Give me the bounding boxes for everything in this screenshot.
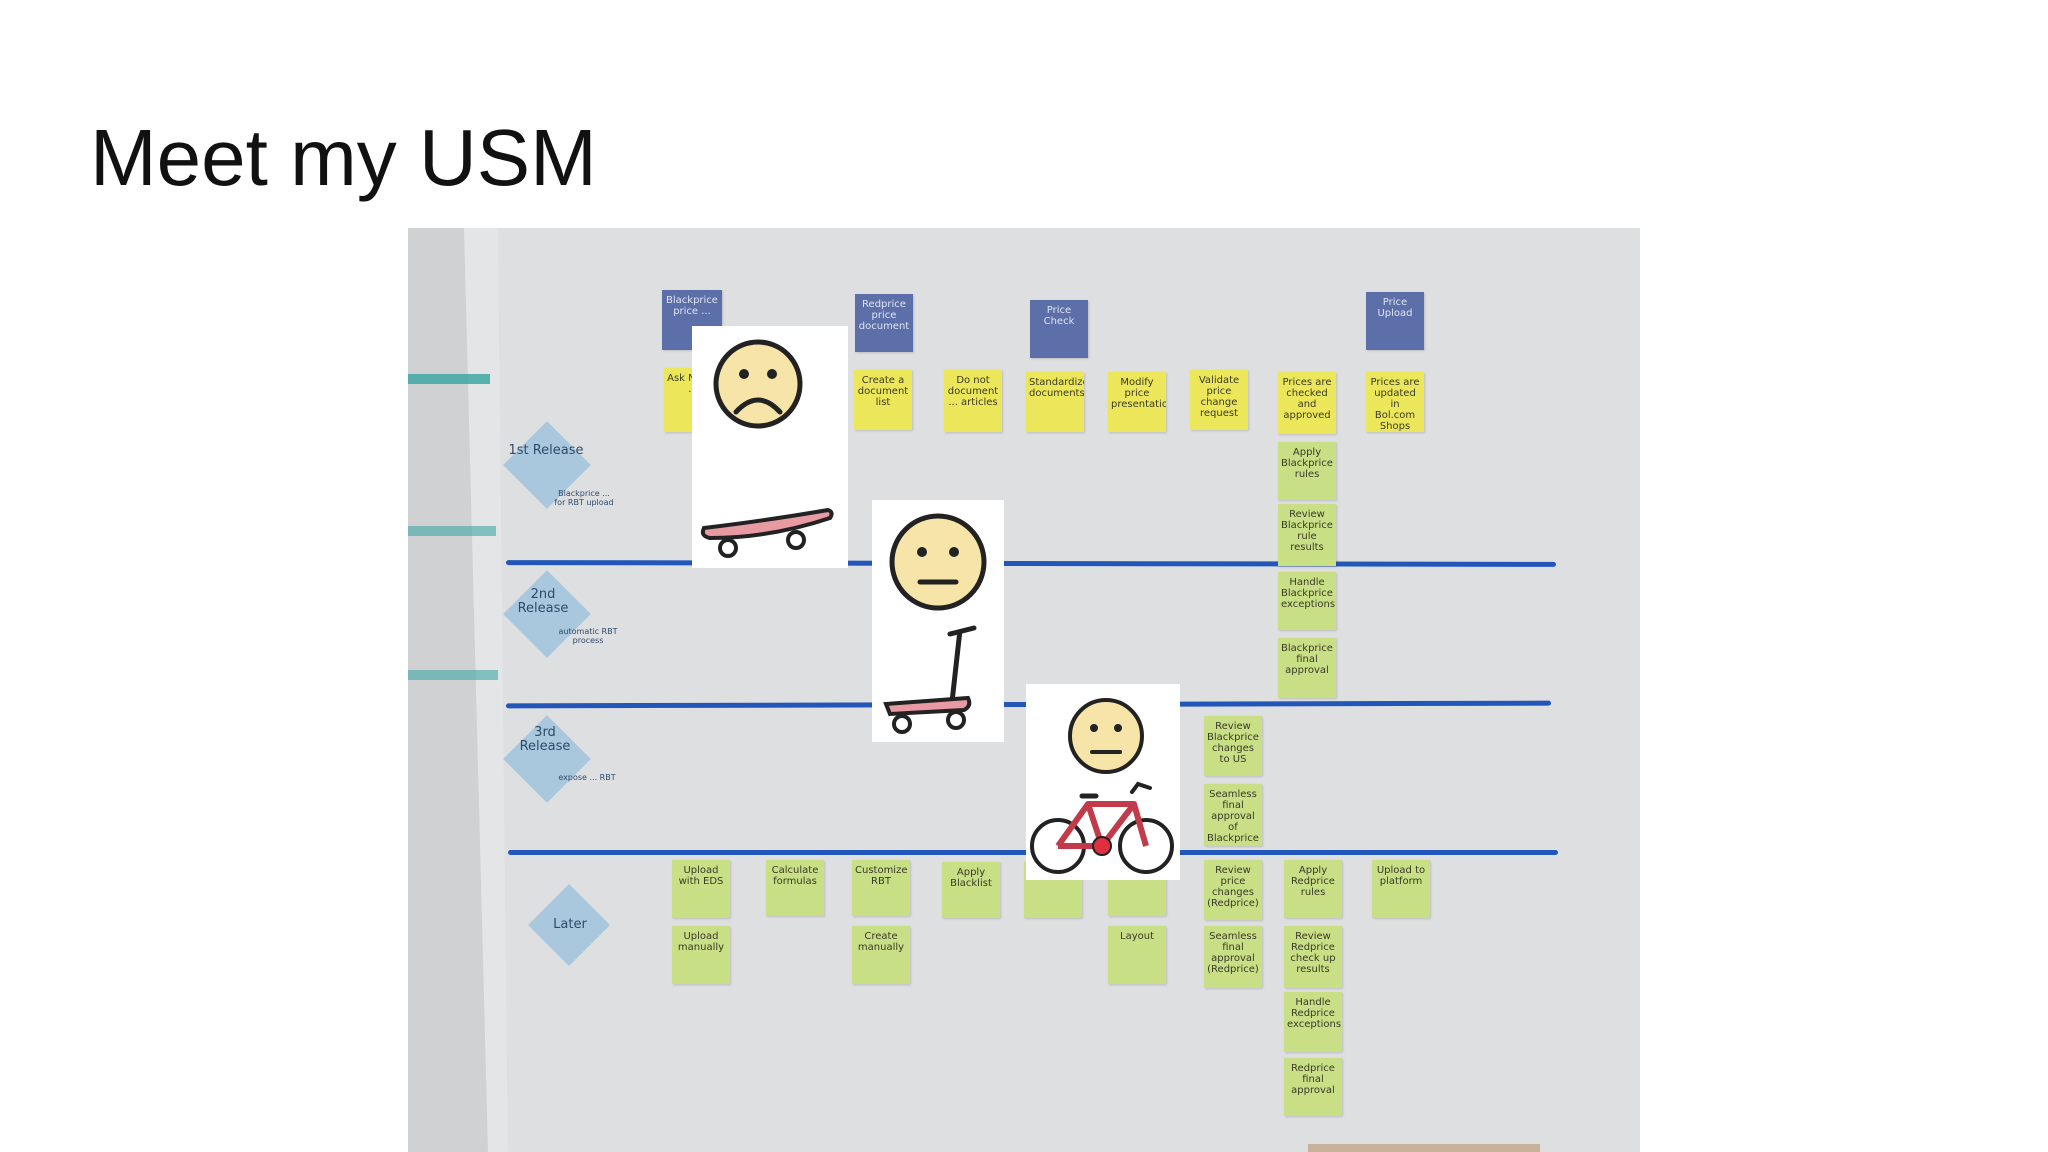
release-sublabel: Blackprice ... for RBT upload (554, 489, 614, 507)
activity-note: Modify price presentation (1108, 372, 1166, 432)
story-map-photo: Blackprice price ... Redprice price docu… (408, 228, 1640, 1152)
backbone-note: Price Check (1030, 300, 1088, 358)
backbone-note: Redprice price document (855, 294, 913, 352)
story-note: Apply Blackprice rules (1278, 442, 1336, 500)
activity-note: Prices are checked and approved (1278, 372, 1336, 434)
story-note: Review price changes (Redprice) (1204, 860, 1262, 920)
scooter-icon (883, 625, 977, 734)
release-label: 2nd Release (517, 587, 569, 617)
bicycle-card (1026, 684, 1180, 880)
release-label: 3rd Release (519, 725, 571, 755)
release-sublabel: automatic RBT process (558, 627, 618, 645)
story-note: Apply Redprice rules (1284, 860, 1342, 918)
story-note: Seamless final approval (Redprice) (1204, 926, 1262, 988)
wall-background (408, 228, 1640, 1152)
story-note: Customize RBT (852, 860, 910, 916)
activity-note: Validate price change request (1190, 370, 1248, 430)
bicycle-icon (1030, 781, 1174, 874)
story-note: Review Blackprice changes to US (1204, 716, 1262, 776)
story-note: Calculate formulas (766, 860, 824, 916)
story-note: Review Redprice check up results (1284, 926, 1342, 988)
story-note: Blackprice final approval (1278, 638, 1336, 698)
sad-face-icon (713, 339, 803, 429)
scooter-card (872, 500, 1004, 742)
story-note: Handle Blackprice exceptions (1278, 572, 1336, 630)
skateboard-card (692, 326, 848, 568)
story-note: Review Blackprice rule results (1278, 504, 1336, 566)
activity-note: Create a document list (854, 370, 912, 430)
release-label: 1st Release (508, 443, 584, 458)
activity-note: Do not document ... articles (944, 370, 1002, 432)
activity-note: Standardize documents (1026, 372, 1084, 432)
release-sublabel: expose ... RBT (558, 773, 616, 782)
story-note: Layout (1108, 926, 1166, 984)
story-note: Seamless final approval of Blackprice (1204, 784, 1262, 846)
story-note: Upload to platform (1372, 860, 1430, 918)
story-note: Redprice final approval (1284, 1058, 1342, 1116)
backbone-note: Price Upload (1366, 292, 1424, 350)
story-note: Apply Blacklist (942, 862, 1000, 918)
activity-note: Prices are updated in Bol.com Shops (1366, 372, 1424, 432)
slide-title: Meet my USM (90, 113, 597, 202)
story-note: Create manually (852, 926, 910, 984)
story-note: Handle Redprice exceptions (1284, 992, 1342, 1052)
release-label: Later (553, 917, 587, 932)
story-note: Upload manually (672, 926, 730, 984)
story-note: Upload with EDS (672, 860, 730, 918)
skateboard-icon (700, 507, 834, 558)
neutral-face-icon (889, 513, 987, 611)
neutral-face-icon (1068, 698, 1144, 774)
